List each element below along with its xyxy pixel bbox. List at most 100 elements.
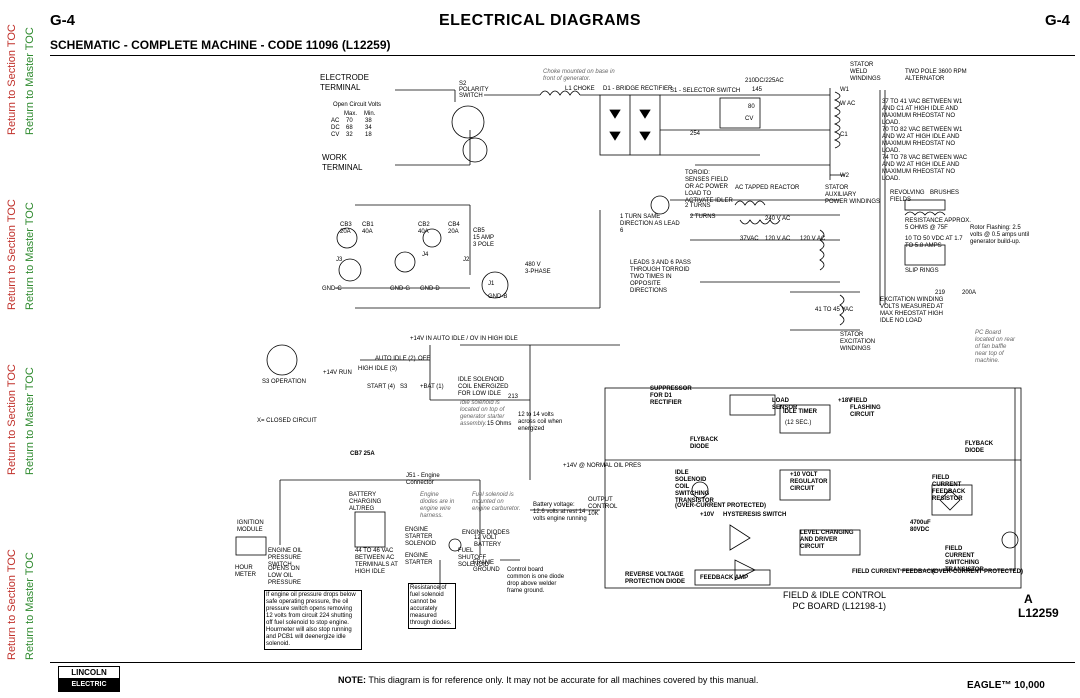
cb3-rating: 20A [340, 229, 351, 235]
suppressor-label: SUPPRESSOR FOR D1 RECTIFIER [650, 386, 692, 406]
page-number-right: G-4 [1044, 12, 1070, 29]
two-turns-label-1: 2 TURNS [685, 203, 711, 209]
vac-note-3: 74 TO 78 VAC BETWEEN WAC AND W2 AT HIGH … [882, 155, 968, 182]
cb3-label: CB3 [340, 222, 352, 228]
work-label: WORK [322, 153, 347, 162]
oc-cv-max: 32 [346, 132, 353, 138]
j4-label: J4 [422, 252, 429, 258]
choke-note: Choke mounted on base in front of genera… [543, 69, 615, 82]
logo-top: LINCOLN [59, 667, 119, 678]
ac-terminal-volts-note: 44 TO 46 VAC BETWEEN AC TERMINALS AT HIG… [355, 548, 398, 575]
idle-timer-label: IDLE TIMER [783, 409, 817, 415]
schematic-subtitle: SCHEMATIC - COMPLETE MACHINE - CODE 1109… [50, 38, 391, 52]
lincoln-electric-logo: LINCOLN ELECTRIC [58, 666, 120, 692]
volt240-label: 240 V AC [765, 216, 791, 222]
oil-pressure-switch-label: ENGINE OIL PRESSURE SWITCH [268, 548, 303, 568]
oc-max-header: Max. [344, 111, 358, 117]
cb1-label: CB1 [362, 222, 374, 228]
field-current-resistor-label: FIELD CURRENT FEEDBACK RESISTOR [932, 475, 966, 502]
note-prefix: NOTE: [338, 675, 366, 685]
engine-starter-solenoid-label: ENGINE STARTER SOLENOID [405, 527, 437, 547]
ignition-module-label: IGNITION MODULE [237, 520, 264, 533]
slip-rings-label: SLIP RINGS [905, 268, 939, 274]
oc-ac-min: 38 [365, 118, 372, 124]
closed-circuit-legend: X= CLOSED CIRCUIT [257, 418, 317, 424]
w2-label: W2 [840, 173, 849, 179]
s3-operation-label: S3 OPERATION [262, 379, 306, 385]
excitation-note: EXCITATION WINDING VOLTS MEASURED AT MAX… [880, 297, 944, 324]
field-current-feedback-label: FIELD CURRENT FEEDBACK [852, 569, 936, 575]
s3-label: S3 [400, 384, 408, 390]
page-title: ELECTRICAL DIAGRAMS [438, 12, 642, 29]
regulator-label: +10 VOLT REGULATOR CIRCUIT [790, 472, 828, 492]
high-idle-pos: HIGH IDLE (3) [358, 366, 398, 372]
opens-low-oil-label: OPENS ON LOW OIL PRESSURE [268, 566, 302, 586]
oc-dc-label: DC [331, 125, 340, 131]
header-divider [50, 55, 1075, 56]
hour-meter-label: HOUR METER [235, 565, 256, 578]
volt480-label: 480 V [525, 262, 541, 268]
polarity-label: POLARITY [459, 87, 489, 93]
weld-label: WELD [850, 69, 868, 75]
cb1-rating: 40A [362, 229, 373, 235]
oil-pressure-note: If engine oil pressure drops below safe … [264, 590, 362, 650]
work-terminal-label: TERMINAL [322, 163, 363, 172]
amp-rating-label: 210DC/225AC [745, 78, 784, 84]
three-phase-label: 3-PHASE [525, 269, 551, 275]
cb5-rating: 15 AMP [473, 235, 495, 241]
ac-tapped-reactor-label: AC TAPPED REACTOR [735, 185, 800, 191]
two-turns-label-2: 2 TURNS [690, 214, 716, 220]
flyback-diode-label-2: FLYBACK DIODE [965, 441, 994, 454]
bat-pos: +BAT (1) [420, 384, 444, 390]
start-pos: START (4) [367, 384, 396, 390]
pc-board-note: PC Board located on rear of fan baffle n… [975, 330, 1016, 364]
plus10v-label: +10V [700, 512, 715, 518]
s1-selector-label: S1 - SELECTOR SWITCH [670, 88, 741, 94]
revolving-label: REVOLVING [890, 190, 925, 196]
volt37-label: 37VAC [740, 236, 759, 242]
auto-idle-pos: AUTO IDLE (2) [375, 356, 416, 362]
one-turn-note: 1 TURN SAME DIRECTION AS LEAD 6 [620, 214, 680, 234]
idle-solenoid-transistor-label: IDLE SOLENOID COIL SWITCHING TRANSISTOR [675, 470, 714, 504]
overcurrent-label-2: (OVER-CURRENT PROTECTED) [932, 569, 1023, 575]
level-changing-label: LEVEL CHANGING AND DRIVER CIRCUIT [800, 530, 854, 550]
oc-ac-max: 70 [346, 118, 353, 124]
oc-min-header: Min. [364, 111, 376, 117]
l1-choke-label: L1 CHOKE [565, 86, 595, 92]
engine-diodes-note: Engine diodes are in engine wire harness… [420, 492, 455, 519]
cb2-label: CB2 [418, 222, 430, 228]
oc-ac-label: AC [331, 118, 340, 124]
model-name: EAGLE™ 10,000 [967, 680, 1045, 691]
volt120b-label: 120 V AC [800, 236, 826, 242]
pcb-label-line2: PC BOARD (L12198-1) [792, 601, 887, 611]
page-number-left: G-4 [50, 12, 76, 29]
pcb-label: FIELD & IDLE CONTROL PC BOARD (L12198-1) [783, 590, 886, 612]
field-volts-note: 10 TO 50 VDC AT 1.7 TO 5.8 AMPS [905, 236, 963, 249]
volt120a-label: 120 V AC [765, 236, 791, 242]
overcurrent-label-1: (OVER-CURRENT PROTECTED) [675, 503, 766, 509]
gnd-d-label: GND-D [420, 286, 440, 292]
document-number: L12259 [1018, 606, 1059, 620]
w1-label: W1 [840, 87, 849, 93]
gnd-c-label: GND-C [322, 286, 342, 292]
j2-label: J2 [463, 257, 470, 263]
stator-aux-label: STATOR AUXILIARY POWER WINDINGS [825, 185, 880, 205]
j3-label: J3 [336, 257, 343, 263]
wire-200a-top: 200A [962, 290, 977, 296]
footer-divider [50, 662, 1075, 663]
wire-145: 145 [752, 87, 763, 93]
c1-label: C1 [840, 132, 848, 138]
oc-dc-max: 68 [346, 125, 353, 131]
load-sensor-label: LOAD SENSOR [772, 398, 798, 411]
field-current-transistor-label: FIELD CURRENT SWITCHING TRANSISTOR [945, 546, 984, 573]
cb7-label: CB7 25A [350, 451, 375, 457]
cb5-label: CB5 [473, 228, 485, 234]
two-pole-label: TWO POLE 3600 RPM [905, 69, 967, 75]
flyback-diode-label-1: FLYBACK DIODE [690, 437, 719, 450]
alternator-label: ALTERNATOR [905, 76, 945, 82]
s2-label: S2 [459, 81, 467, 87]
fuel-solenoid-note: Fuel solenoid is mounted on engine carbu… [472, 492, 521, 512]
vac-note-2: 70 TO 82 VAC BETWEEN W1 AND W2 AT HIGH I… [882, 127, 963, 154]
field-flash-label: FIELD FLASHING CIRCUIT [850, 398, 881, 418]
